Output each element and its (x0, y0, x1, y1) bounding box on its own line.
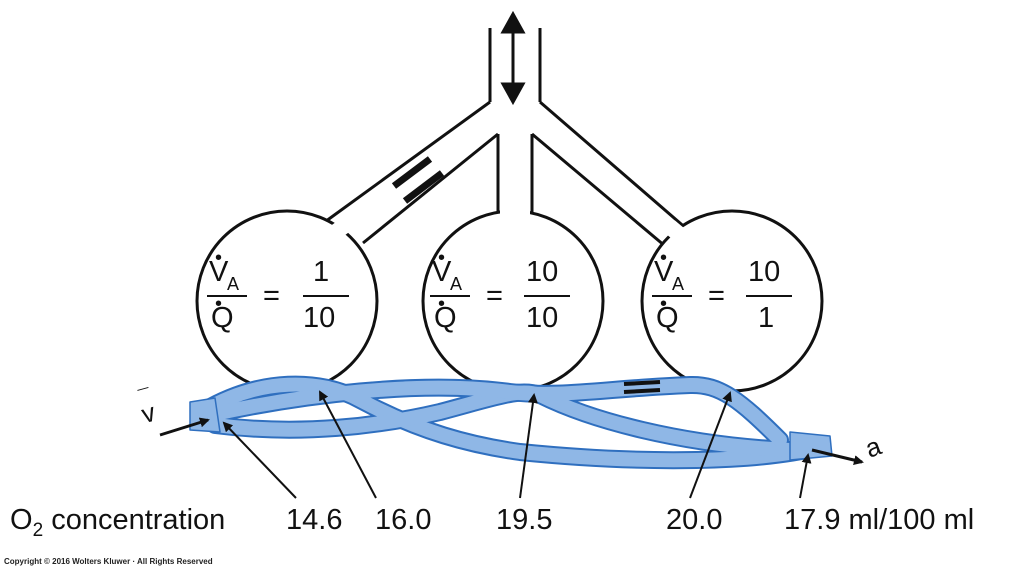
va-symbol: V (209, 256, 229, 288)
va-subscript: A (227, 274, 240, 294)
q-symbol: Q (211, 302, 234, 334)
vq-dot: • (438, 247, 446, 269)
va-symbol: V (432, 256, 452, 288)
ratio-bottom: 10 (526, 302, 559, 334)
equals-sign: = (263, 280, 280, 312)
va-subscript: A (672, 274, 685, 294)
equals-sign: = (486, 280, 503, 312)
va-symbol: V (654, 256, 674, 288)
arterial-outflow-arrow (811, 448, 864, 465)
ratio-bar (746, 295, 792, 297)
vq-dot: • (215, 293, 223, 315)
vq-dot: • (438, 293, 446, 315)
vq-dot: • (215, 247, 223, 269)
airflow-arrow (500, 10, 526, 106)
vq-ratio-left: • V A • Q = 1 10 (207, 247, 377, 338)
copyright-notice: Copyright © 2016 Wolters Kluwer · All Ri… (4, 557, 213, 566)
vq-dot: • (660, 293, 668, 315)
vq-fraction-bar (207, 295, 247, 297)
airway-obstruction (391, 156, 445, 204)
o2-value-1: 14.6 (286, 504, 343, 536)
o2-concentration-label: O2 concentration (10, 504, 226, 542)
ratio-bar (524, 295, 570, 297)
vq-fraction-bar (652, 295, 692, 297)
ratio-top: 10 (748, 256, 781, 288)
va-subscript: A (450, 274, 463, 294)
vq-ratio-middle: • V A • Q = 10 10 (430, 247, 600, 338)
q-symbol: Q (434, 302, 457, 334)
ratio-top: 10 (526, 256, 559, 288)
ratio-top: 1 (313, 256, 330, 288)
ratio-bottom: 10 (303, 302, 336, 334)
equals-sign: = (708, 280, 725, 312)
airway-tree (321, 28, 689, 248)
o2-value-5: 17.9 ml/100 ml (784, 504, 975, 536)
o2-value-3: 19.5 (496, 504, 553, 536)
blood-vessels (189, 375, 833, 470)
venous-inflow-arrow (159, 417, 210, 437)
q-symbol: Q (656, 302, 679, 334)
ratio-bar (303, 295, 349, 297)
alveoli (195, 209, 824, 393)
o2-value-2: 16.0 (375, 504, 432, 536)
value-pointers (222, 390, 812, 499)
o2-value-4: 20.0 (666, 504, 723, 536)
vq-fraction-bar (430, 295, 470, 297)
vessel-obstruction (623, 380, 661, 394)
vq-ratio-right: • V A • Q = 10 1 (652, 247, 822, 338)
vq-dot: • (660, 247, 668, 269)
ratio-bottom: 1 (758, 302, 775, 334)
